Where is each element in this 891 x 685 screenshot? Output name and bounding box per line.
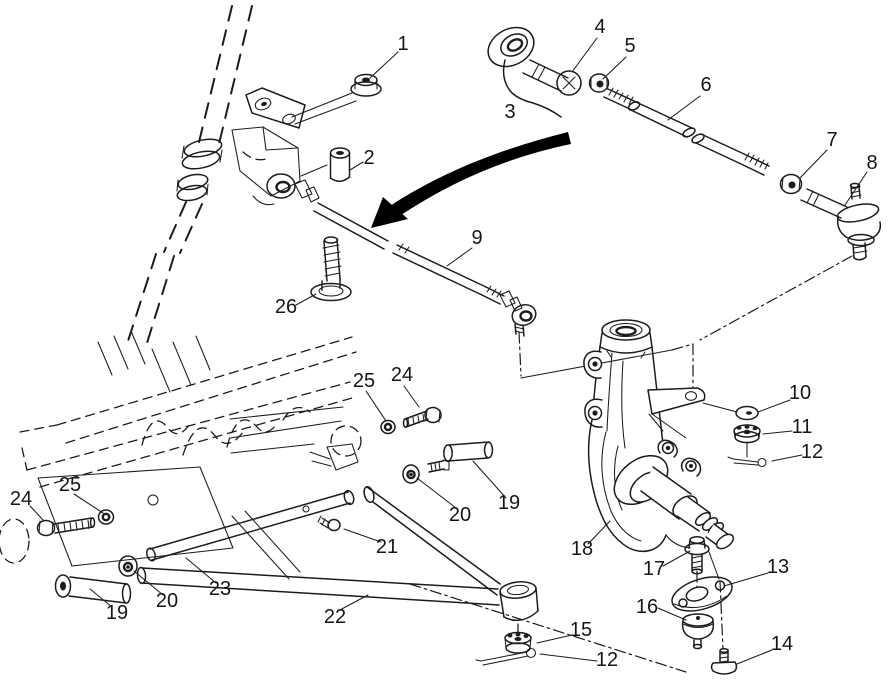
callout-24-left: 24 [9,488,33,510]
callout-25-left: 25 [58,474,82,496]
callout-3: 3 [504,101,516,123]
steering-column [127,5,320,344]
callout-22: 22 [323,606,347,628]
callout-1: 1 [397,33,409,55]
a-arm-22 [136,485,539,622]
cotter-pin-12-bottom [475,647,537,666]
callout-17: 17 [642,558,666,580]
callout-5: 5 [624,35,636,57]
callout-9: 9 [471,227,483,249]
flange-nut-1 [350,73,382,97]
callout-7: 7 [826,129,838,151]
spacer-2 [329,147,351,182]
callout-6: 6 [700,74,712,96]
assembly-axis-lines [518,255,853,390]
callout-11: 11 [791,416,813,438]
callout-13: 13 [766,556,790,578]
callout-14: 14 [770,633,794,655]
leader-lines [29,37,868,665]
callout-20-right: 20 [448,504,472,526]
direction-arrow [371,132,571,228]
steering-knuckle-18 [583,319,735,553]
bolt-26 [310,236,352,302]
callout-10: 10 [788,382,812,404]
ball-joint-stack [671,536,738,675]
callout-23: 23 [208,578,232,600]
jam-nut-5 [588,73,610,93]
tie-rod-9 [313,202,537,337]
callout-8: 8 [866,152,878,174]
callout-4: 4 [594,16,606,38]
pivot-hardware-left [36,509,138,604]
callout-12-right: 12 [800,441,824,463]
adjuster-rod-6 [603,87,770,176]
frame-outline [0,330,362,580]
washer-10 [735,405,759,421]
jam-nut-7 [779,173,803,195]
callout-2: 2 [363,147,375,169]
callout-21: 21 [375,536,399,558]
callout-15: 15 [569,619,593,641]
callout-16: 16 [635,596,659,618]
callout-18: 18 [570,538,594,560]
tie-rod-end-8 [800,182,882,261]
castle-nut-15 [504,623,532,654]
callout-19-left: 19 [105,602,129,624]
callout-24-right: 24 [390,364,414,386]
castle-nut-11 [733,424,761,458]
pivot-hardware-right [380,406,494,484]
assembly-axis-overlays [409,570,724,673]
tie-rod-end-4 [487,26,582,118]
cotter-pin-12-right [727,456,767,468]
callout-25-right: 25 [352,370,376,392]
callout-12-bottom: 12 [595,649,619,671]
callout-20-left: 20 [155,590,179,612]
callout-26: 26 [274,296,298,318]
callout-19-right: 19 [497,492,521,514]
